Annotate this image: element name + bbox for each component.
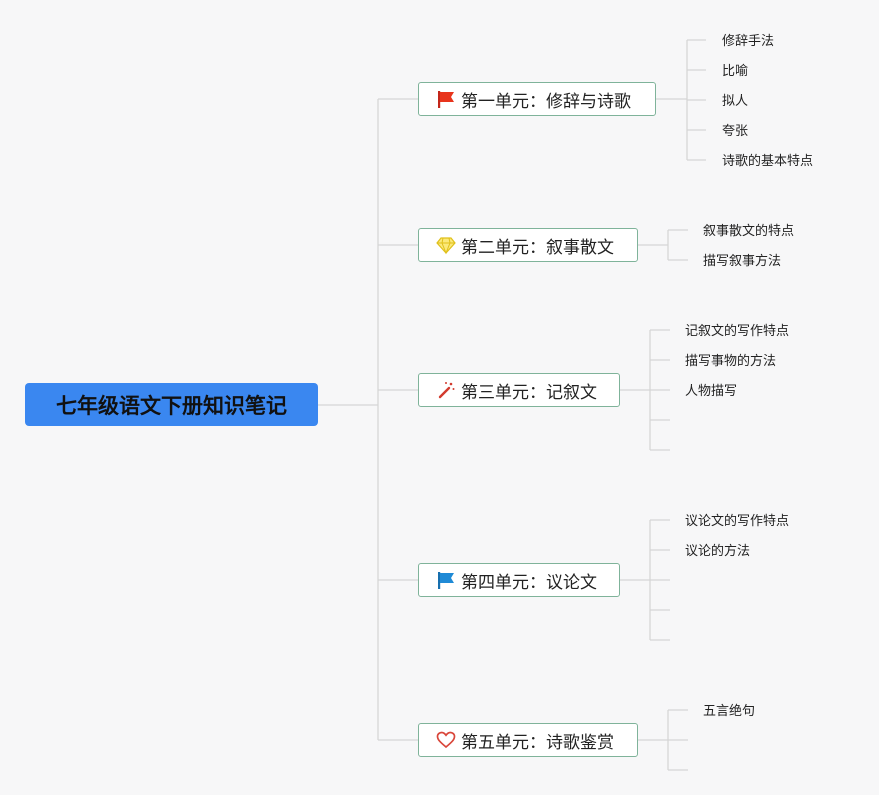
leaf-item[interactable]: 五言绝句 [703, 704, 756, 719]
diamond-icon [435, 234, 457, 256]
unit-5-label: 第五单元：诗歌鉴赏 [461, 732, 614, 753]
unit-2-label: 第二单元：叙事散文 [461, 237, 614, 258]
unit-4-label: 第四单元：议论文 [461, 572, 597, 593]
unit-1-label: 第一单元：修辞与诗歌 [461, 91, 631, 112]
leaf-item[interactable]: 记叙文的写作特点 [685, 324, 790, 339]
root-topic[interactable]: 七年级语文下册知识笔记 [25, 383, 318, 426]
unit-5[interactable]: 第五单元：诗歌鉴赏 [418, 723, 638, 757]
unit-4[interactable]: 第四单元：议论文 [418, 563, 620, 597]
blue-flag-icon [435, 569, 457, 591]
unit-2[interactable]: 第二单元：叙事散文 [418, 228, 638, 262]
red-flag-icon [435, 88, 457, 110]
leaf-item[interactable]: 诗歌的基本特点 [722, 154, 814, 169]
leaf-item[interactable]: 叙事散文的特点 [703, 224, 795, 239]
leaf-item[interactable]: 描写事物的方法 [685, 354, 777, 369]
leaf-item[interactable]: 议论的方法 [685, 544, 751, 559]
leaf-item[interactable]: 夸张 [722, 124, 749, 139]
leaf-item[interactable]: 修辞手法 [722, 34, 775, 49]
magic-wand-icon [435, 379, 457, 401]
leaf-item[interactable]: 议论文的写作特点 [685, 514, 790, 529]
leaf-item[interactable]: 描写叙事方法 [703, 254, 782, 269]
unit-3-label: 第三单元：记叙文 [461, 382, 597, 403]
unit-1[interactable]: 第一单元：修辞与诗歌 [418, 82, 656, 116]
unit-3[interactable]: 第三单元：记叙文 [418, 373, 620, 407]
heart-icon [435, 729, 457, 751]
root-title: 七年级语文下册知识笔记 [56, 393, 287, 418]
leaf-item[interactable]: 拟人 [722, 94, 749, 109]
leaf-item[interactable]: 比喻 [722, 64, 749, 79]
leaf-item[interactable]: 人物描写 [685, 384, 738, 399]
